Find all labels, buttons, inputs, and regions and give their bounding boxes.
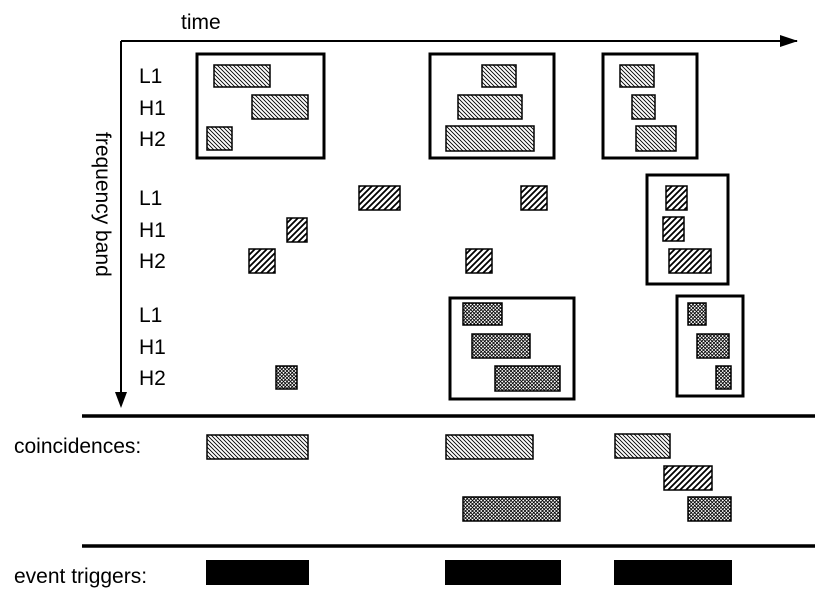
band-3-trigger-h1 — [696, 333, 730, 359]
band-1-detector-label-l1: L1 — [139, 65, 163, 88]
band-2-trigger-h1 — [662, 216, 685, 242]
band-1-detector-label-h1: H1 — [139, 97, 166, 120]
frequency-axis-label: frequency band — [91, 132, 114, 277]
band-2-trigger-h2 — [465, 248, 493, 274]
coincidence-band-1 — [445, 434, 534, 460]
time-axis-label: time — [181, 11, 221, 34]
event-triggers — [206, 560, 732, 585]
band-1-detector-label-h2: H2 — [139, 128, 166, 151]
band-2-trigger-h2 — [248, 248, 276, 274]
band-2-trigger-h2 — [668, 248, 712, 274]
coincidences — [206, 433, 732, 522]
band-3-trigger-l1 — [687, 302, 707, 326]
band-1-group-box-3 — [601, 52, 699, 160]
coincidence-band-3 — [687, 496, 732, 522]
band-1-triggers — [206, 64, 677, 152]
band-3-trigger-l1 — [462, 302, 503, 326]
time-axis-arrowhead — [780, 35, 798, 47]
coincidence-band-3 — [462, 496, 561, 522]
band-3-group-box-1 — [448, 296, 576, 401]
coincidences-label: coincidences: — [14, 435, 142, 458]
event-trigger-bar — [445, 560, 561, 585]
band-2-group-box-1 — [645, 173, 730, 286]
band-2-detector-label-h2: H2 — [139, 250, 166, 273]
band-3-triggers — [275, 302, 732, 392]
coincidence-band-1 — [614, 433, 671, 459]
band-1-trigger-h1 — [251, 94, 309, 120]
band-2-trigger-l1 — [520, 185, 548, 211]
event-trigger-bar — [206, 560, 309, 585]
band-1-trigger-h2 — [445, 125, 535, 152]
coincidence-band-2 — [663, 465, 713, 491]
band-3-trigger-h1 — [471, 333, 531, 359]
band-3-trigger-h2 — [494, 365, 561, 392]
band-3-detector-label-l1: L1 — [139, 304, 163, 327]
band-2-triggers — [248, 185, 712, 274]
band-1-trigger-l1 — [619, 64, 655, 88]
band-2-detector-label-h1: H1 — [139, 219, 166, 242]
band-2-trigger-l1 — [665, 185, 688, 211]
band-1-trigger-h2 — [206, 126, 233, 151]
band-3-group-box-2 — [675, 294, 745, 398]
band-2-trigger-l1 — [358, 185, 401, 211]
event-triggers-label: event triggers: — [14, 565, 148, 588]
band-1-trigger-l1 — [481, 64, 517, 88]
coincidence-band-1 — [206, 434, 309, 460]
band-3-detector-label-h1: H1 — [139, 336, 166, 359]
event-trigger-bar — [614, 560, 732, 585]
band-1-trigger-h1 — [631, 94, 656, 120]
band-1-trigger-h2 — [635, 125, 677, 152]
band-1-trigger-l1 — [213, 64, 271, 88]
band-3-trigger-h2 — [715, 365, 732, 390]
band-1-group-box-2 — [428, 52, 556, 160]
frequency-axis-arrowhead — [115, 392, 127, 408]
band-2-detector-label-l1: L1 — [139, 187, 163, 210]
band-1-group-box-1 — [195, 52, 326, 160]
band-1-trigger-h1 — [457, 94, 523, 120]
band-3-trigger-h2 — [275, 365, 298, 390]
band-2-trigger-h1 — [286, 217, 308, 243]
band-3-detector-label-h2: H2 — [139, 367, 166, 390]
